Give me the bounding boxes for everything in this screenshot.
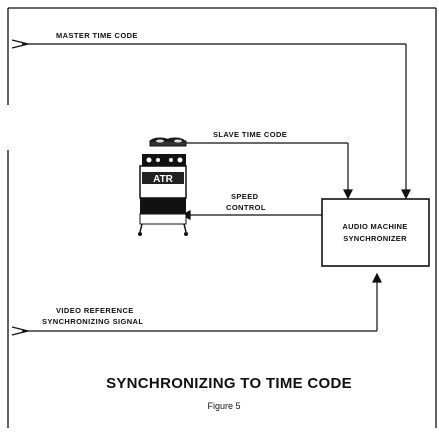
synchronizer-label-line1: AUDIO MACHINE	[342, 222, 407, 231]
video-reference-label-line1: VIDEO REFERENCE	[56, 306, 134, 315]
speed-control-line	[180, 210, 322, 220]
master-time-code-label: MASTER TIME CODE	[56, 31, 138, 40]
video-reference-line	[11, 272, 382, 336]
atr-label: ATR	[153, 174, 174, 185]
synchronizer-label-line2: SYNCHRONIZER	[343, 234, 407, 243]
figure-caption: Figure 5	[207, 401, 240, 411]
slave-time-code-label: SLAVE TIME CODE	[213, 130, 287, 139]
video-reference-label-line2: SYNCHRONIZING SIGNAL	[42, 317, 143, 326]
frame	[7, 7, 437, 428]
synchronizer-box	[321, 198, 430, 267]
master-time-code-line	[11, 39, 411, 200]
speed-label: SPEED	[231, 192, 259, 201]
atr-machine-icon	[138, 137, 188, 236]
slave-time-code-line	[186, 142, 353, 200]
figure-title: SYNCHRONIZING TO TIME CODE	[106, 375, 352, 392]
control-label: CONTROL	[226, 203, 266, 212]
